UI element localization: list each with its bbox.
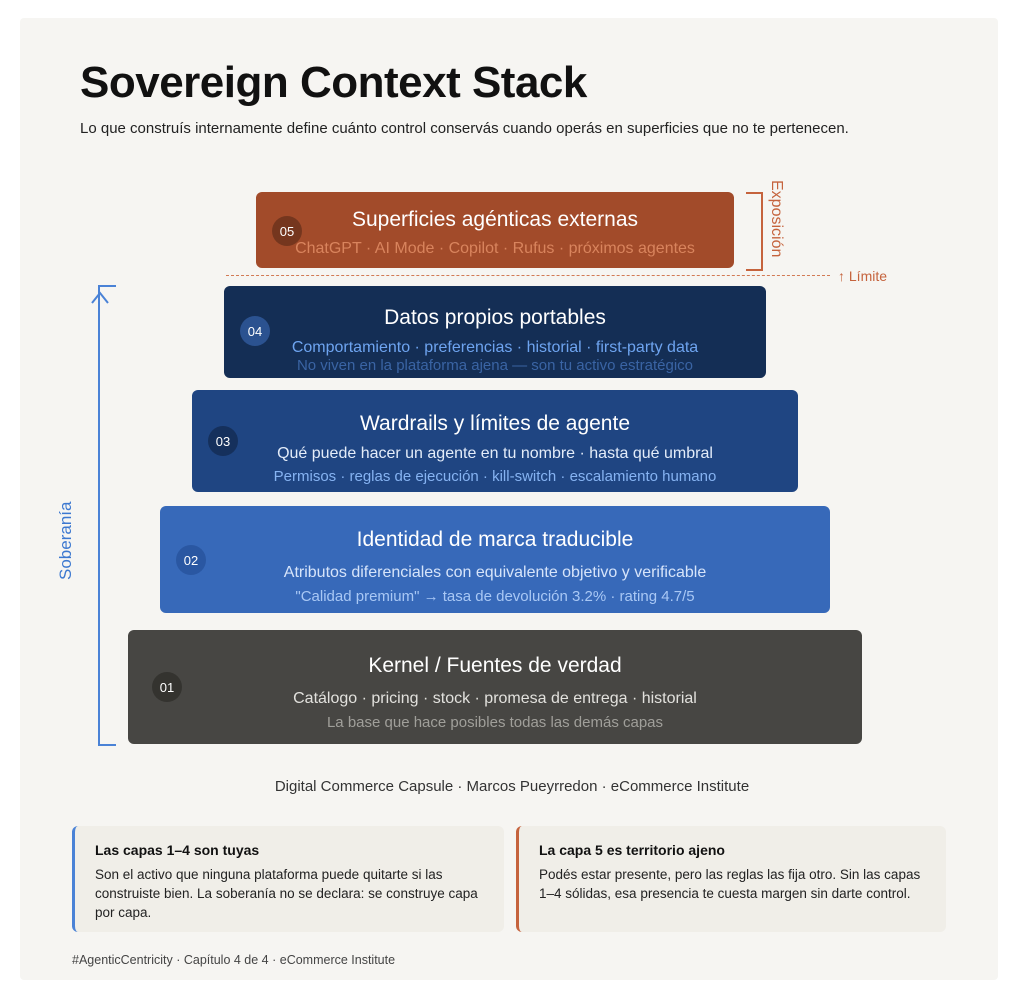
sovereignty-arrow-icon	[91, 291, 109, 304]
layer-number-badge: 03	[208, 426, 238, 456]
layer-note: Permisos · reglas de ejecución · kill-sw…	[273, 468, 717, 485]
note-body: Podés estar presente, pero las reglas la…	[539, 867, 921, 901]
layer-title: Superficies agénticas externas	[352, 208, 638, 231]
layer-note: No viven en la plataforma ajena — son tu…	[296, 357, 694, 374]
layer-number-badge: 02	[176, 545, 206, 575]
layer-number-badge: 05	[272, 216, 302, 246]
layer-3-agent-guardrails: 03 Wardrails y límites de agente Qué pue…	[192, 390, 798, 492]
note-layer-external: La capa 5 es territorio ajeno Podés esta…	[516, 826, 946, 932]
note-title: La capa 5 es territorio ajeno	[539, 842, 725, 858]
layer-4-portable-data: 04 Datos propios portables Comportamient…	[224, 286, 766, 378]
layer-1-kernel: 01 Kernel / Fuentes de verdad Catálogo ·…	[128, 630, 862, 744]
layer-2-brand-identity: 02 Identidad de marca traducible Atribut…	[160, 506, 830, 613]
note-title: Las capas 1–4 son tuyas	[95, 842, 260, 858]
layer-note: "Calidad premium" → tasa de devolución 3…	[295, 588, 695, 605]
note-body: Son el activo que ninguna plataforma pue…	[95, 867, 478, 920]
layer-title: Wardrails y límites de agente	[360, 412, 630, 435]
sovereignty-axis-top-tick	[98, 285, 116, 287]
sovereignty-axis-bottom-tick	[98, 744, 116, 746]
layer-detail: Atributos diferenciales con equivalente …	[283, 564, 707, 581]
layer-detail: Comportamiento · preferencias · historia…	[291, 339, 699, 356]
layer-title: Datos propios portables	[384, 306, 606, 329]
layer-number-badge: 01	[152, 672, 182, 702]
layer-detail: Catálogo · pricing · stock · promesa de …	[293, 690, 697, 707]
note-layers-owned: Las capas 1–4 son tuyas Son el activo qu…	[72, 826, 504, 932]
sovereignty-label: Soberanía	[56, 501, 75, 580]
credit-line: Digital Commerce Capsule · Marcos Pueyrr…	[274, 778, 750, 795]
layer-number-badge: 04	[240, 316, 270, 346]
exposure-bracket	[746, 192, 763, 271]
limit-label: ↑ Límite	[838, 268, 888, 284]
page-title: Sovereign Context Stack	[80, 58, 587, 107]
footer-hashtag: #AgenticCentricity · Capítulo 4 de 4 · e…	[72, 953, 396, 967]
page-subtitle: Lo que construís internamente define cuá…	[80, 120, 849, 137]
exposure-label: Exposición	[768, 180, 785, 258]
layer-detail: ChatGPT · AI Mode · Copilot · Rufus · pr…	[295, 240, 695, 257]
layer-title: Identidad de marca traducible	[356, 528, 634, 551]
layer-title: Kernel / Fuentes de verdad	[368, 654, 622, 677]
layer-note: La base que hace posibles todas las demá…	[326, 714, 664, 731]
layer-detail: Qué puede hacer un agente en tu nombre ·…	[277, 445, 713, 462]
sovereignty-axis-line	[98, 286, 100, 746]
limit-line	[226, 275, 830, 276]
infographic-card	[20, 18, 998, 980]
layer-5-external-surfaces: 05 Superficies agénticas externas ChatGP…	[256, 192, 734, 268]
